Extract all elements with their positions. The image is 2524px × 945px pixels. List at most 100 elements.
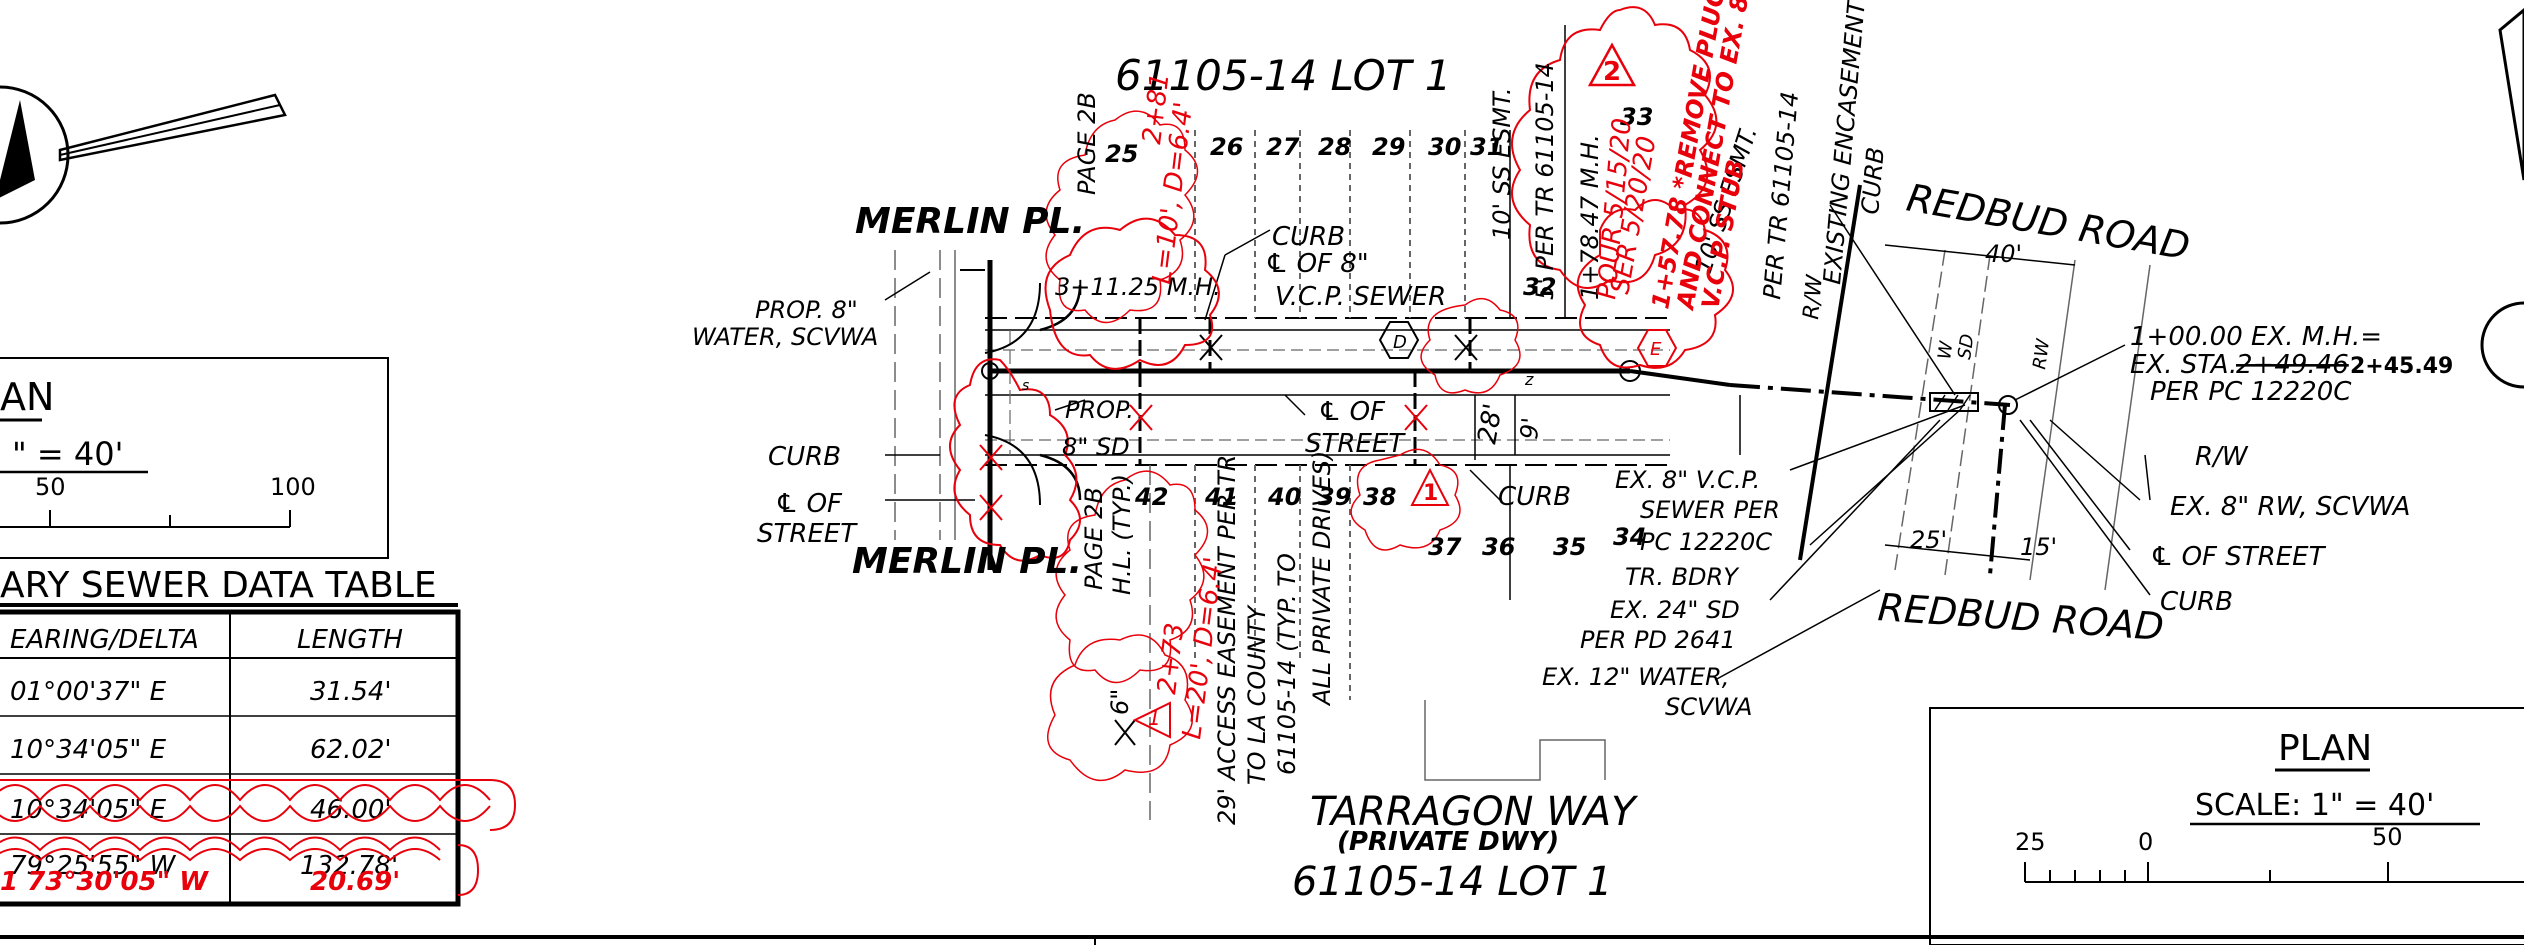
per-tr-1: 5' PER TR 61105-14	[1531, 62, 1559, 300]
table-header-bearing: EARING/DELTA	[10, 625, 199, 655]
hex-e-icon	[1636, 329, 1678, 367]
per-pd: PER PD 2641	[1580, 626, 1736, 654]
prop-sd-2: 8" SD	[1062, 433, 1130, 461]
dim-25: 25'	[1910, 526, 1947, 554]
ex-24-sd: EX. 24" SD	[1610, 596, 1740, 624]
tarragon-sub: (PRIVATE DWY)	[1337, 827, 1559, 857]
lot-number: 37	[1428, 533, 1462, 561]
rw-label: R/W	[1799, 273, 1828, 321]
lot-number: 38	[1363, 483, 1396, 511]
dim-15: 15'	[2020, 533, 2057, 561]
w-line: W	[1934, 339, 1957, 361]
cl-street-left-2: STREET	[757, 519, 858, 549]
ex-sta: EX. STA.	[2130, 350, 2237, 380]
right-north-arrow-icon	[2480, 8, 2524, 389]
ex-sta-old: 2+49.46	[2236, 350, 2349, 380]
right-scale-box: PLAN SCALE: 1" = 40' 25 0 50	[1929, 707, 2524, 945]
d-marker: D	[1393, 332, 1407, 353]
revision-markers: 2 1	[1132, 42, 1678, 739]
revision-triangle-1-icon	[1410, 467, 1450, 506]
right-scale-text: SCALE: 1" = 40'	[2195, 788, 2434, 823]
bottom-lot-label: 61105-14 LOT 1	[1292, 859, 1612, 905]
curb-mid-label: CURB	[1498, 482, 1571, 512]
lot-number: 31	[1470, 133, 1503, 161]
dim-9: 9'	[1515, 416, 1545, 440]
left-scale-100: 100	[270, 473, 316, 501]
lot-number: 33	[1620, 103, 1653, 131]
cl-street-left-1: ℄ OF	[775, 489, 843, 519]
mh-178: 1+78.47 M.H.	[1576, 134, 1604, 300]
table-row: 79°25'55" W 132.78'	[0, 836, 441, 881]
to-la-county: TO LA COUNTY	[1243, 604, 1271, 785]
right-scale-50: 50	[2372, 823, 2403, 851]
dim-28: 28'	[1472, 401, 1509, 446]
dim-40: 40'	[1985, 240, 2022, 268]
pc-12220c: PC 12220C	[1640, 528, 1772, 556]
ex-mh-1: 1+00.00 EX. M.H.=	[2130, 322, 2382, 352]
right-scale-title: PLAN	[2278, 728, 2372, 769]
table-row: 01°00'37" E 31.54'	[10, 677, 392, 707]
ex-8-rw: EX. 8" RW, SCVWA	[2170, 492, 2410, 522]
table-header-length: LENGTH	[297, 625, 403, 655]
revision-triangle-2-icon	[1587, 42, 1637, 87]
lot-number: 25	[1105, 140, 1138, 168]
north-arrow-icon	[0, 85, 287, 225]
top-lot-label: 61105-14 LOT 1	[1115, 51, 1451, 100]
tr-bdry: TR. BDRY	[1625, 563, 1740, 591]
per-pc: PER PC 12220C	[2150, 377, 2352, 407]
lot-number: 41	[1204, 483, 1238, 511]
lot-number: 42	[1134, 483, 1168, 511]
curb-redbud: CURB	[1856, 146, 1890, 216]
seg-s: s	[1022, 378, 1029, 394]
redbud-bottom: REDBUD ROAD	[1876, 585, 2165, 649]
existing-encasement: EXISTING ENCASEMENT	[1818, 0, 1871, 286]
table-row: 10°34'05" E 62.02'	[10, 735, 392, 765]
redline-clouds	[949, 6, 1734, 782]
page-2b-top: PAGE 2B	[1073, 92, 1101, 195]
prop-water-2: WATER, SCVWA	[692, 323, 878, 351]
row-length: 31.54'	[310, 677, 392, 707]
lateral-crosses	[979, 334, 1478, 746]
cl-street-mid-2: STREET	[1305, 429, 1406, 459]
tr-61105-typ: 61105-14 (TYP. TO	[1273, 553, 1301, 775]
seg-z: z	[1524, 370, 1534, 389]
row-bearing: 1 73°30'05" W	[0, 867, 209, 897]
ex-sta-new: 2+45.49	[2350, 354, 2453, 379]
access-easement: 29' ACCESS EASEMENT PER TR	[1213, 455, 1241, 825]
rw-right: R/W	[2195, 442, 2249, 472]
all-private: ALL PRIVATE DRIVES)	[1308, 451, 1336, 707]
table-title: ARY SEWER DATA TABLE	[0, 565, 437, 606]
sewer-per: SEWER PER	[1640, 496, 1780, 524]
prop-water-1: PROP. 8"	[755, 296, 858, 324]
scvwa: SCVWA	[1665, 693, 1752, 721]
lot-number: 34	[1613, 523, 1646, 551]
redline-rev-1: 1	[1148, 706, 1161, 730]
table-row-revised: 1 73°30'05" W 20.69'	[0, 844, 480, 897]
table-row-struck: 10°34'05" E 46.00'	[0, 779, 517, 831]
lot-number: 35	[1553, 533, 1586, 561]
rw-line: RW	[2029, 337, 2054, 371]
cl-8-label: ℄ OF 8"	[1265, 249, 1369, 279]
curb-top-label: CURB	[1272, 222, 1345, 252]
row-length: 20.69'	[310, 867, 400, 897]
lot-number: 28	[1318, 133, 1351, 161]
curb-right: CURB	[2160, 587, 2233, 617]
ex-8-vcp: EX. 8" V.C.P.	[1615, 466, 1760, 494]
row-length: 62.02'	[310, 735, 392, 765]
cl-street-mid-1: ℄ OF	[1318, 397, 1386, 427]
revision-triangle-1b-icon	[1132, 701, 1171, 739]
lot-number: 39	[1318, 483, 1351, 511]
right-scale-25: 25	[2015, 828, 2046, 856]
e-marker: E	[1650, 339, 1662, 360]
redbud-top: REDBUD ROAD	[1903, 176, 2193, 269]
ss-esmt: 10' SS ESMT.	[1488, 87, 1516, 240]
merlin-bottom: MERLIN PL.	[852, 541, 1082, 582]
merlin-top: MERLIN PL.	[855, 201, 1085, 242]
hl-typ: H.L. (TYP.)	[1108, 474, 1136, 595]
row-bearing: 79°25'55" W	[10, 851, 177, 881]
cl-street-right: ℄ OF STREET	[2150, 542, 2327, 572]
lot-number: 26	[1210, 133, 1243, 161]
six-inch: 6"	[1106, 689, 1134, 715]
lot-number: 32	[1523, 273, 1556, 301]
